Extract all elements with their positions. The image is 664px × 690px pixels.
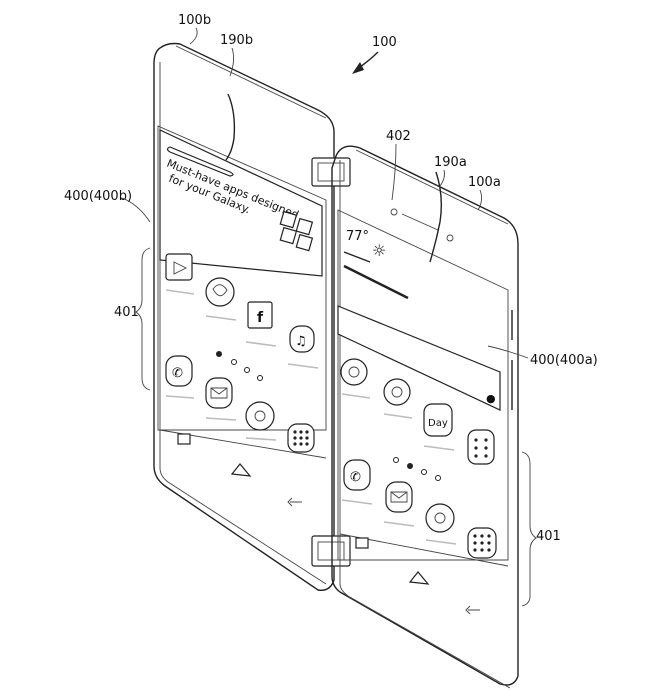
icon-chrome-a[interactable] [425, 503, 457, 545]
leader-screen-a [487, 345, 529, 359]
back-button-a[interactable] [465, 605, 480, 615]
icon-phone-a[interactable]: ✆ [341, 459, 373, 505]
leader-hinge-b [229, 47, 235, 77]
icon-compass[interactable] [340, 358, 371, 399]
label-device-a: 100a [468, 175, 501, 190]
hinge-line-b [225, 93, 236, 161]
label-hinge-a: 190a [434, 155, 467, 170]
sun-icon: ☼ [372, 241, 386, 260]
device-a: 77° ☼ ● Day [331, 145, 519, 689]
recent-button-a[interactable] [355, 537, 369, 549]
label-screen-a: 400(400a) [530, 353, 598, 368]
arrow-head-device [352, 62, 364, 74]
label-screen-b: 400(400b) [64, 189, 132, 204]
svg-text:f: f [257, 310, 264, 326]
icon-apps-small[interactable] [467, 429, 495, 465]
weather-temp: 77° [346, 229, 369, 244]
icon-facebook[interactable]: f [245, 301, 277, 347]
calendar-day: Day [428, 418, 448, 429]
home-button-b[interactable] [230, 463, 252, 477]
icon-phone-b[interactable]: ✆ [165, 355, 195, 399]
banner-app-icons [279, 210, 314, 252]
icon-camera[interactable] [383, 378, 413, 419]
brace-left [135, 247, 151, 391]
leader-screen-b [121, 197, 151, 223]
screen-b-area [157, 125, 327, 431]
home-button-a[interactable] [408, 571, 430, 585]
icon-chrome-b[interactable] [245, 401, 277, 441]
page-dots-b [216, 351, 263, 381]
page-dots-a [393, 457, 441, 481]
icon-play-store[interactable] [165, 253, 195, 295]
svg-text:✆: ✆ [350, 470, 361, 485]
front-camera [390, 208, 454, 242]
weather-bar-1 [343, 251, 371, 263]
search-bar[interactable] [337, 305, 501, 411]
hinge-top [311, 157, 351, 187]
leader-camera [391, 143, 397, 201]
leader-device-b [189, 27, 198, 45]
label-camera: 402 [386, 129, 411, 144]
svg-text:✆: ✆ [172, 366, 183, 381]
back-button-b[interactable] [287, 497, 302, 507]
hinge-bottom [311, 535, 351, 567]
screen-a-area [337, 209, 509, 561]
icon-apps-a[interactable] [467, 527, 497, 559]
brace-right [521, 451, 537, 607]
banner-pill [166, 146, 234, 177]
mic-icon[interactable]: ● [486, 392, 496, 405]
icon-mail-a[interactable] [383, 481, 415, 527]
leader-hinge-a [439, 169, 445, 187]
svg-text:♫: ♫ [295, 334, 307, 349]
label-device: 100 [372, 35, 397, 50]
label-icons-left: 401 [114, 305, 139, 320]
label-hinge-b: 190b [220, 33, 253, 48]
hinge-line-a [429, 171, 443, 263]
icon-apps-b[interactable] [287, 423, 315, 453]
icon-music[interactable]: ♫ [287, 325, 319, 369]
icon-calendar[interactable]: Day [423, 403, 455, 451]
icon-mail-b[interactable] [205, 377, 237, 421]
device-b: Must-have apps designed for your Galaxy.… [153, 42, 335, 591]
label-icons-right: 401 [536, 529, 561, 544]
leader-device-a [477, 189, 483, 211]
icon-photo[interactable] [205, 277, 237, 321]
label-device-b: 100b [178, 13, 211, 28]
recent-button-b[interactable] [177, 433, 191, 445]
weather-bar-2 [343, 264, 409, 300]
